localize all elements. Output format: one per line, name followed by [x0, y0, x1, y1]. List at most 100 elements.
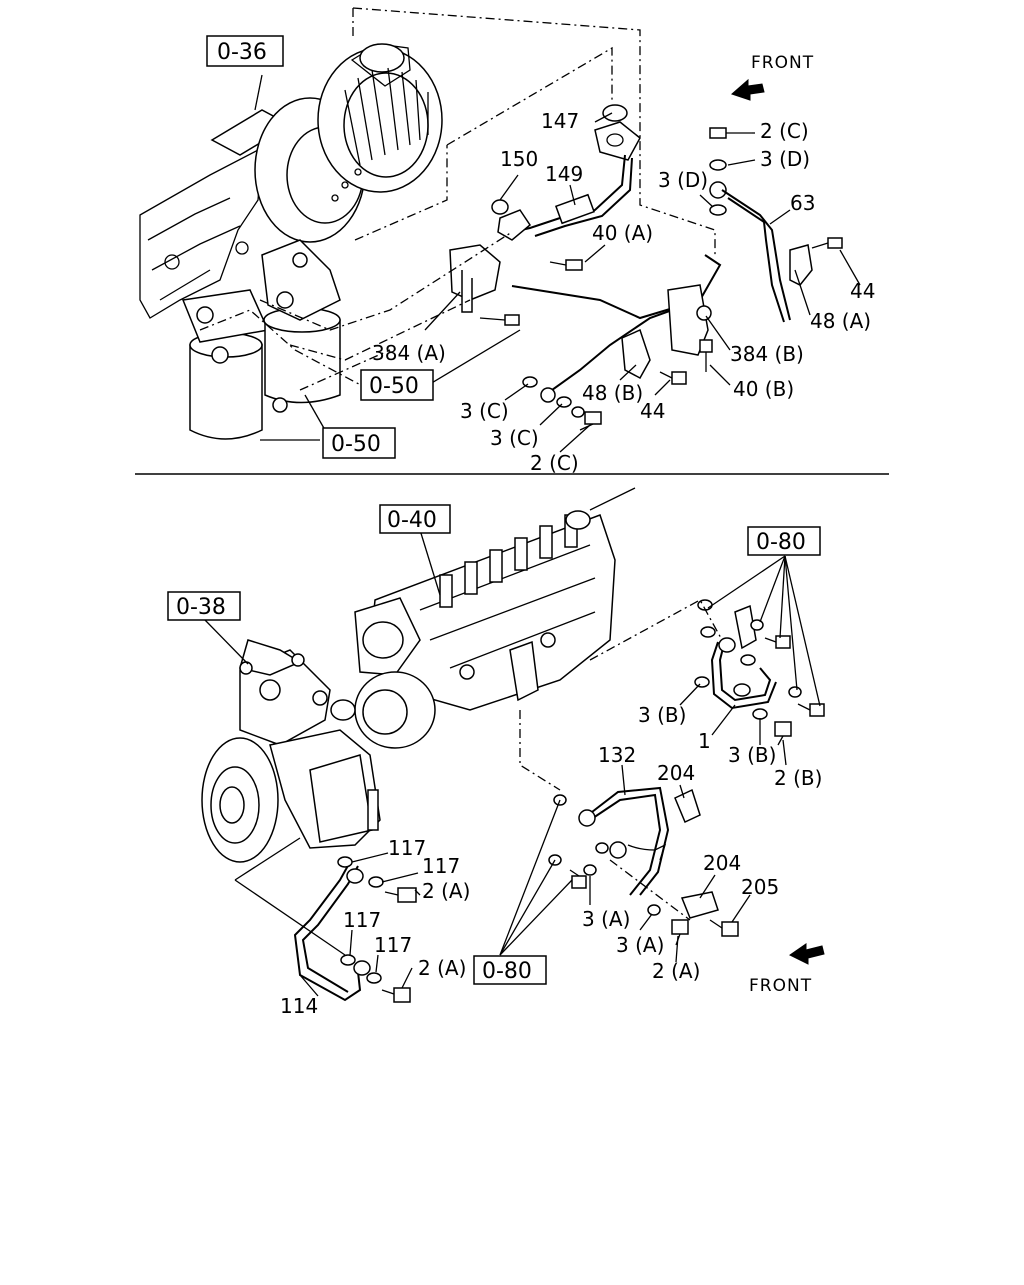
- washer-117-a: [337, 856, 353, 868]
- washer-3a-a: [583, 864, 597, 876]
- bolt-2a-b: [381, 987, 411, 1003]
- label-40a: 40 (A): [592, 221, 653, 245]
- bolt-2b: [774, 721, 792, 746]
- clip-48b: [621, 328, 651, 380]
- washer-117-b: [368, 876, 384, 888]
- label-114: 114: [280, 994, 318, 1018]
- bolt-40b: [699, 339, 713, 372]
- label-384b: 384 (B): [730, 342, 804, 366]
- washer-3d-lower: [709, 204, 727, 216]
- oil-pipe-63: [721, 189, 791, 321]
- front-label-top: FRONT: [751, 53, 814, 73]
- pipe-1: [718, 639, 772, 702]
- o-ring-150: [491, 199, 509, 215]
- label-40b: 40 (B): [733, 377, 794, 401]
- ref-label-0-80-a: 0-80: [756, 530, 806, 555]
- top-leaders: [254, 74, 861, 453]
- label-3a-a: 3 (A): [582, 907, 630, 931]
- label-3c-a: 3 (C): [460, 399, 509, 423]
- washer-3d-top: [709, 159, 727, 171]
- bracket-384a: [449, 244, 501, 301]
- washer-3a-b: [647, 904, 661, 916]
- clip-204-b: [680, 891, 719, 919]
- phantom-line-b: [519, 710, 561, 791]
- oil-filter-right: [261, 239, 341, 413]
- bolt-44-right: [811, 237, 843, 249]
- label-3c-b: 3 (C): [490, 426, 539, 450]
- ref-box-0-50-b[interactable]: 0-50: [322, 427, 396, 459]
- front-arrow-top: FRONT: [731, 53, 814, 101]
- label-2c-bottom: 2 (C): [530, 451, 579, 475]
- label-117-d: 117: [374, 933, 412, 957]
- clip-right: [734, 604, 757, 650]
- label-132: 132: [598, 743, 636, 767]
- ref-label-0-50-a: 0-50: [369, 374, 419, 399]
- ref-label-0-38: 0-38: [176, 595, 226, 620]
- washer-117-c: [340, 954, 356, 966]
- ref-label-0-40: 0-40: [387, 508, 437, 533]
- flange-147: [594, 121, 641, 161]
- ref-label-0-50-b: 0-50: [331, 432, 381, 457]
- label-205: 205: [741, 875, 779, 899]
- label-204-b: 204: [703, 851, 741, 875]
- washer-117-d: [366, 972, 382, 984]
- label-1: 1: [698, 729, 711, 753]
- label-3d-left: 3 (D): [658, 168, 708, 192]
- bottom-leaders: [204, 529, 821, 997]
- label-3b-a: 3 (B): [638, 703, 686, 727]
- union-lower: [540, 387, 556, 403]
- label-117-a: 117: [388, 836, 426, 860]
- ref-box-0-40[interactable]: 0-40: [379, 504, 451, 534]
- bolt-2c-top: [709, 127, 752, 139]
- ref-box-0-36[interactable]: 0-36: [206, 35, 284, 67]
- washer-3c-b: [556, 396, 572, 408]
- ref-box-0-38[interactable]: 0-38: [167, 591, 241, 621]
- label-117-c: 117: [343, 908, 381, 932]
- hose-149: [554, 193, 596, 225]
- bolt-384a: [479, 314, 520, 326]
- bolt-0-80-c: [569, 869, 587, 889]
- bolt-2a-a: [384, 887, 417, 903]
- top-section: FRONT 0-36 0-50 0-50 147 150 149 2 (C) 3…: [139, 7, 875, 475]
- ref-box-0-80-b[interactable]: 0-80: [473, 955, 547, 985]
- label-48b: 48 (B): [582, 381, 643, 405]
- bolt-0-80-a: [764, 635, 791, 649]
- label-3a-b: 3 (A): [616, 933, 664, 957]
- front-arrow-bottom: FRONT: [749, 943, 825, 996]
- injection-pump: [330, 487, 636, 749]
- label-2a-a: 2 (A): [422, 879, 470, 903]
- front-label-bottom: FRONT: [749, 976, 812, 996]
- pipe-132: [589, 793, 662, 896]
- turbocharger: [210, 43, 443, 243]
- washer-3b-b: [752, 708, 768, 720]
- clip-204-a: [674, 788, 701, 824]
- label-63: 63: [790, 191, 815, 215]
- label-147: 147: [541, 109, 579, 133]
- label-2a-b: 2 (A): [418, 956, 466, 980]
- ref-box-0-80-a[interactable]: 0-80: [747, 526, 821, 556]
- union-63: [709, 181, 727, 199]
- bottom-section: FRONT 0-40 0-38 0-80 0-80 3 (B) 1 3 (B) …: [167, 487, 825, 1018]
- label-3d-right: 3 (D): [760, 147, 810, 171]
- oil-filter-left: [181, 289, 270, 440]
- label-44-bottom: 44: [640, 399, 665, 423]
- bolt-2a-c: [671, 919, 689, 946]
- label-117-b: 117: [422, 854, 460, 878]
- bolt-40a: [549, 259, 583, 271]
- label-3b-b: 3 (B): [728, 743, 776, 767]
- label-2a-c: 2 (A): [652, 959, 700, 983]
- ref-box-0-50-a[interactable]: 0-50: [360, 369, 434, 401]
- label-384a: 384 (A): [372, 341, 446, 365]
- phantom-line-a: [352, 7, 716, 255]
- ref-label-0-80-b: 0-80: [482, 959, 532, 984]
- o-ring-147: [602, 104, 628, 122]
- label-48a: 48 (A): [810, 309, 871, 333]
- bolt-44-bottom: [659, 371, 687, 385]
- label-149: 149: [545, 162, 583, 186]
- label-2c-top: 2 (C): [760, 119, 809, 143]
- air-compressor: [201, 639, 381, 863]
- label-44-right: 44: [850, 279, 875, 303]
- label-204-a: 204: [657, 761, 695, 785]
